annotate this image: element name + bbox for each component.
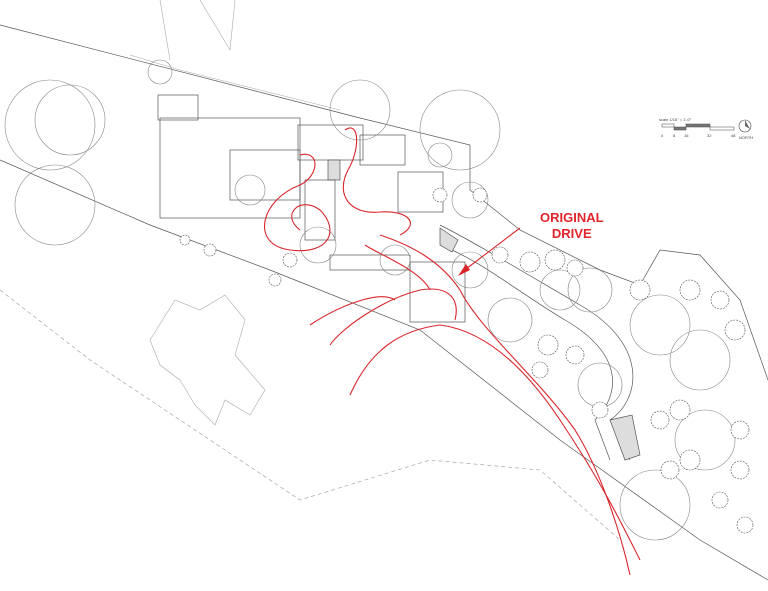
scale-tick: 48 bbox=[731, 133, 736, 138]
scale-tick: 8 bbox=[673, 133, 676, 138]
shrubs bbox=[179, 187, 754, 534]
new-drive bbox=[439, 224, 641, 461]
neighbor-house bbox=[149, 294, 266, 426]
scale-bar: scale 1/16" = 1'-0" 0 8 16 32 48 NORTH bbox=[659, 117, 753, 140]
north-label: NORTH bbox=[739, 135, 753, 140]
original-drive bbox=[264, 127, 641, 576]
scale-tick: 32 bbox=[707, 133, 712, 138]
scale-tick: 16 bbox=[684, 133, 689, 138]
trees bbox=[4, 59, 736, 541]
original-drive-label: ORIGINAL DRIVE bbox=[540, 210, 604, 242]
original-drive-label-line1: ORIGINAL bbox=[540, 210, 604, 225]
scale-tick: 0 bbox=[661, 133, 664, 138]
scale-bar-label: scale 1/16" = 1'-0" bbox=[659, 117, 692, 122]
original-drive-label-line2: DRIVE bbox=[551, 226, 592, 241]
house-footprint bbox=[129, 54, 466, 323]
